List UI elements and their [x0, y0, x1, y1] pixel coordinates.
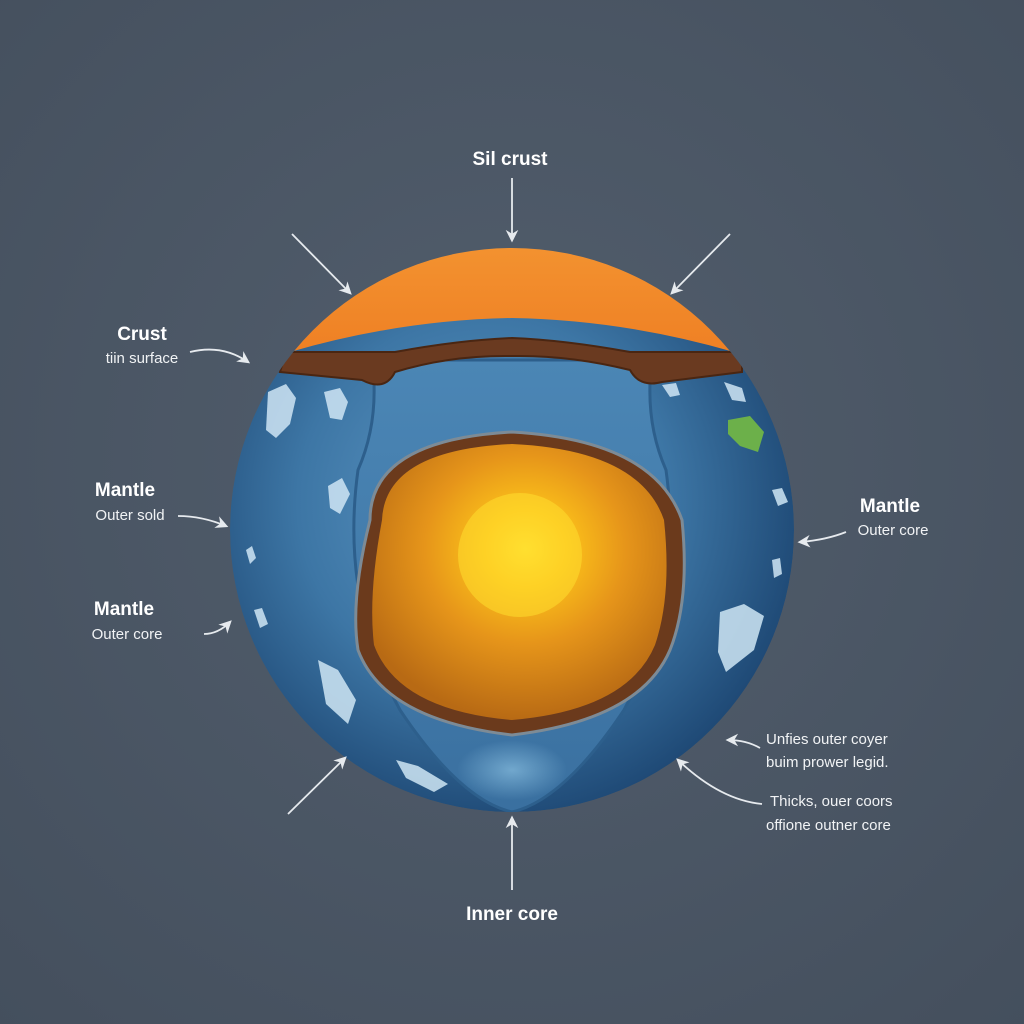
- green-fragment: [728, 416, 764, 452]
- earth-sphere: [230, 248, 794, 812]
- arrow-note-1: [725, 733, 761, 749]
- core-glow: [458, 493, 582, 617]
- arrow-note-2: [676, 758, 763, 805]
- arrow-top-right: [670, 233, 731, 295]
- arrow-crust: [189, 348, 251, 364]
- arrow-bottom-left: [287, 756, 347, 815]
- arrow-top-left: [291, 233, 352, 295]
- label-top-title: Sil crust: [472, 149, 548, 170]
- label-bottom-title: Inner core: [466, 904, 558, 925]
- label-crust-sub: tiin surface: [105, 350, 179, 367]
- note-right-2-line1: Thicks, ouer coors: [770, 793, 893, 810]
- label-crust-title: Crust: [117, 324, 167, 345]
- ice-fragments: [246, 382, 788, 792]
- crust-cap: [230, 248, 794, 370]
- arrows: [177, 178, 847, 890]
- arrow-mantle-left-1: [177, 515, 229, 528]
- arrow-mantle-right: [797, 531, 847, 548]
- label-mantle-left-2-sub: Outer core: [91, 626, 163, 643]
- label-mantle-left-1-title: Mantle: [94, 480, 156, 501]
- label-mantle-right-sub: Outer core: [857, 522, 929, 539]
- bottom-glow: [457, 740, 567, 800]
- crust-band: [278, 336, 743, 386]
- label-mantle-left-2-title: Mantle: [93, 599, 155, 620]
- label-mantle-left-1-sub: Outer sold: [95, 507, 165, 524]
- note-right-2-line2: offione outner core: [766, 817, 891, 834]
- label-mantle-right-title: Mantle: [859, 496, 921, 517]
- note-right-1-line1: Unfies outer coyer: [766, 731, 888, 748]
- note-right-1-line2: buim prower legid.: [766, 754, 889, 771]
- arrow-mantle-left-2: [203, 620, 232, 635]
